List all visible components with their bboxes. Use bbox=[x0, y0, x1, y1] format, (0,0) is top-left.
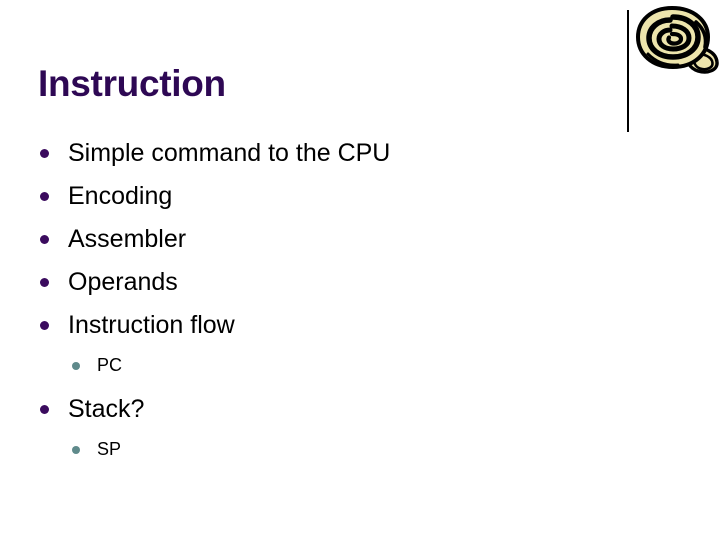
bullet-dot-icon bbox=[40, 192, 49, 201]
list-item-label: Simple command to the CPU bbox=[68, 139, 391, 167]
list-item: Assembler bbox=[40, 222, 600, 265]
list-item: Encoding bbox=[40, 179, 600, 222]
bullet-list: Simple command to the CPU Encoding Assem… bbox=[40, 136, 600, 476]
list-item: Stack? bbox=[40, 392, 600, 435]
list-item-label: Instruction flow bbox=[68, 311, 235, 339]
bullet-dot-icon bbox=[40, 149, 49, 158]
list-item-label: Stack? bbox=[68, 395, 145, 423]
sub-list-item-label: PC bbox=[97, 355, 123, 375]
sub-bullet-dot-icon bbox=[72, 446, 80, 454]
bullet-dot-icon bbox=[40, 321, 49, 330]
vertical-rule-divider bbox=[627, 10, 629, 132]
sub-list-item: PC bbox=[40, 351, 600, 392]
list-item: Instruction flow bbox=[40, 308, 600, 351]
bullet-dot-icon bbox=[40, 405, 49, 414]
list-item: Operands bbox=[40, 265, 600, 308]
list-item-label: Assembler bbox=[68, 225, 187, 253]
sub-list-item-label: SP bbox=[97, 439, 122, 459]
bullet-dot-icon bbox=[40, 278, 49, 287]
list-item-label: Encoding bbox=[68, 182, 173, 210]
list-item-label: Operands bbox=[68, 268, 178, 296]
list-item: Simple command to the CPU bbox=[40, 136, 600, 179]
bullet-dot-icon bbox=[40, 235, 49, 244]
sub-list-item: SP bbox=[40, 435, 600, 476]
rolled-scroll-icon bbox=[634, 4, 720, 80]
page-title: Instruction bbox=[38, 63, 226, 104]
sub-bullet-dot-icon bbox=[72, 362, 80, 370]
